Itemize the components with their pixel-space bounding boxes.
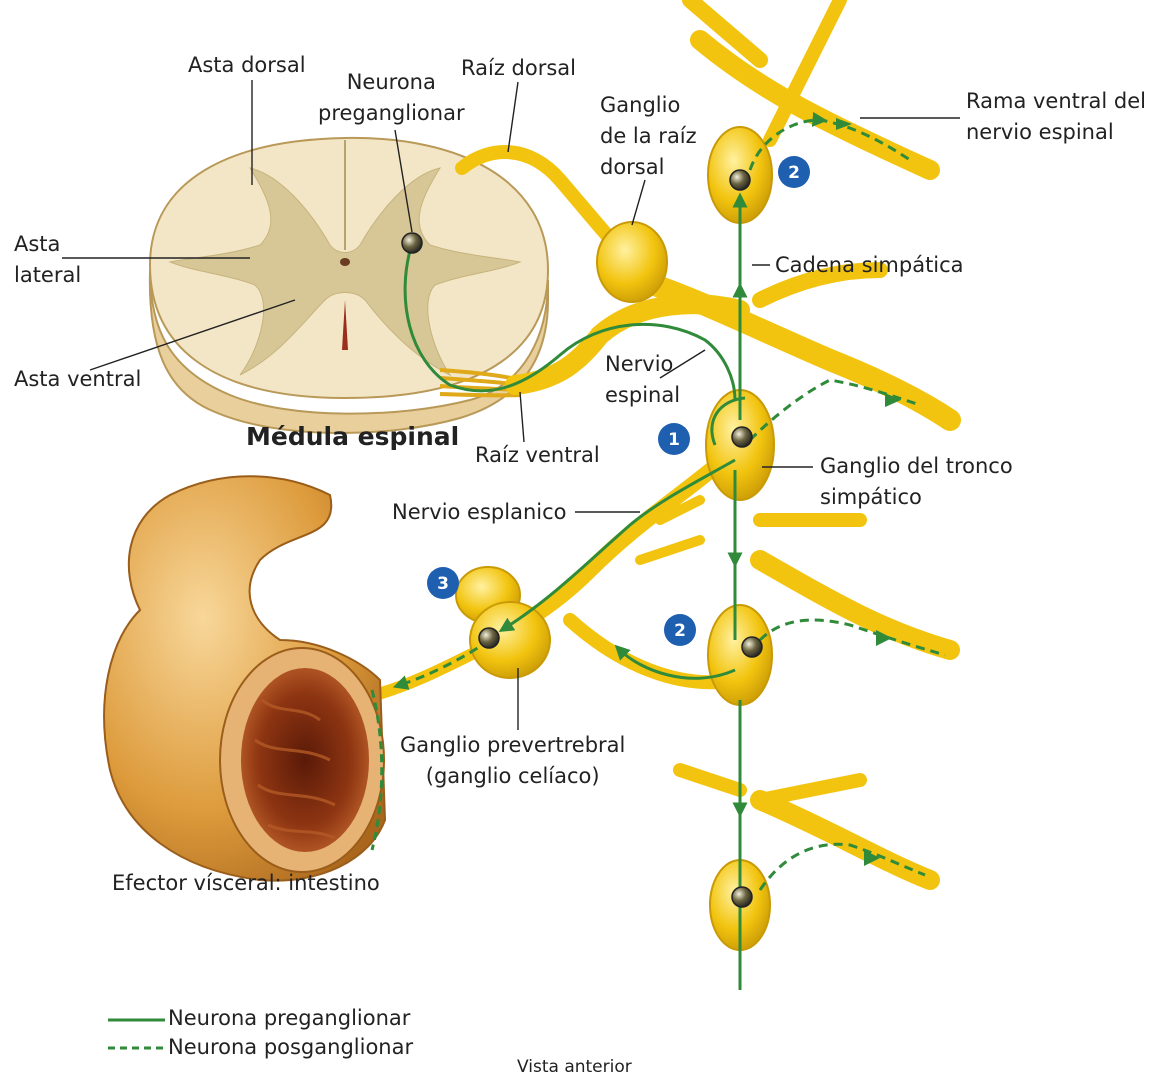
label-neurona-preganglionar: Neurona preganglionar bbox=[318, 67, 465, 129]
label-cadena-simpatica: Cadena simpática bbox=[775, 250, 964, 281]
spinal-nerve-trunk bbox=[640, 280, 950, 420]
legend bbox=[108, 1020, 165, 1048]
neuron-cell-body-icon bbox=[402, 233, 422, 253]
svg-text:2: 2 bbox=[674, 621, 686, 641]
label-vista-anterior: Vista anterior bbox=[517, 1055, 632, 1079]
legend-label-posganglionar: Neurona posganglionar bbox=[168, 1032, 413, 1063]
neuron-cell-body-icon bbox=[479, 628, 499, 648]
label-nervio-espinal: Nervio espinal bbox=[605, 349, 680, 411]
dorsal-root-ganglion bbox=[597, 222, 667, 302]
central-canal bbox=[340, 258, 350, 266]
legend-label-preganglionar: Neurona preganglionar bbox=[168, 1003, 410, 1034]
intestine-lumen bbox=[241, 668, 369, 852]
neuron-cell-body-icon bbox=[742, 637, 762, 657]
label-medula-espinal: Médula espinal bbox=[246, 421, 459, 452]
svg-text:2: 2 bbox=[788, 163, 800, 183]
badge-2-lower: 2 bbox=[664, 614, 696, 646]
intestine bbox=[104, 476, 385, 880]
label-nervio-esplanico: Nervio esplanico bbox=[392, 497, 566, 528]
neuron-cell-body-icon bbox=[730, 170, 750, 190]
badge-3: 3 bbox=[427, 567, 459, 599]
label-rama-ventral: Rama ventral del nervio espinal bbox=[966, 86, 1146, 148]
neuron-cell-body-icon bbox=[732, 887, 752, 907]
neuron-cell-body-icon bbox=[732, 427, 752, 447]
label-asta-lateral: Asta lateral bbox=[14, 229, 81, 291]
label-efector-visceral: Efector vísceral: intestino bbox=[112, 868, 380, 899]
label-ganglio-prevertebral: Ganglio prevertrebral (ganglio celíaco) bbox=[400, 730, 625, 792]
svg-text:1: 1 bbox=[668, 430, 680, 450]
label-ganglio-raiz-dorsal: Ganglio de la raíz dorsal bbox=[600, 90, 697, 183]
spinal-cord bbox=[150, 138, 548, 433]
svg-text:3: 3 bbox=[437, 574, 449, 594]
badge-1: 1 bbox=[658, 423, 690, 455]
label-ganglio-tronco: Ganglio del tronco simpático bbox=[820, 451, 1013, 513]
label-raiz-dorsal: Raíz dorsal bbox=[461, 53, 576, 84]
label-raiz-ventral: Raíz ventral bbox=[475, 440, 600, 471]
label-asta-ventral: Asta ventral bbox=[14, 364, 141, 395]
badge-2-upper: 2 bbox=[778, 156, 810, 188]
label-asta-dorsal: Asta dorsal bbox=[188, 50, 306, 81]
chain-ganglion-lower bbox=[708, 605, 772, 705]
